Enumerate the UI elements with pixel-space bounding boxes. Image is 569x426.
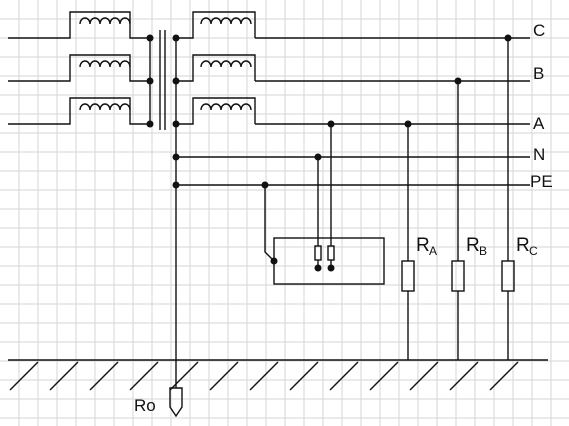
resistor-rb-label: R [466,235,480,256]
node-n [172,153,180,161]
label-a: A [533,114,545,133]
primary-lead-c [8,11,150,39]
resistor-rc-sub: C [529,244,538,258]
primary-node-c [146,34,154,42]
consumer-appliance [261,120,385,285]
primary-windings [8,11,154,128]
ground-symbol [8,359,548,391]
transformer-core [159,30,166,130]
label-n: N [533,145,545,164]
conductors [172,37,530,189]
primary-coil-c [79,17,131,25]
resistor-rc-label: R [516,235,530,256]
resistor-ra: R A [401,120,437,360]
primary-coil-b [79,60,131,68]
resistor-ra-label: R [416,235,430,256]
secondary-winding-b [176,54,256,82]
earth-electrode: Ro [134,387,183,418]
secondary-coil-c [200,17,252,25]
primary-lead-a [8,97,150,125]
secondary-windings [172,11,256,388]
fuse-right [327,245,335,261]
resistor-rb: R B [451,77,487,360]
star-node-c [172,34,180,42]
appliance-pe-lead [264,185,275,262]
secondary-coil-a [200,103,252,111]
fuse-left [314,245,322,261]
earth-electrode-body [169,387,183,418]
node-pe [172,181,180,189]
earth-electrode-label: Ro [134,396,156,415]
resistor-rb-sub: B [479,244,487,258]
star-node-a [172,120,180,128]
primary-lead-b [8,54,150,82]
primary-node-a [146,120,154,128]
primary-coil-a [79,103,131,111]
secondary-coil-b [200,60,252,68]
label-c: C [533,21,545,40]
resistor-ra-sub: A [429,244,437,258]
primary-node-b [146,77,154,85]
resistor-rc: R C [501,34,538,360]
secondary-winding-a [176,97,256,125]
secondary-winding-c [176,11,256,39]
label-b: B [533,64,544,83]
appliance-enclosure [273,237,385,285]
star-node-b [172,77,180,85]
label-pe: PE [530,172,553,191]
